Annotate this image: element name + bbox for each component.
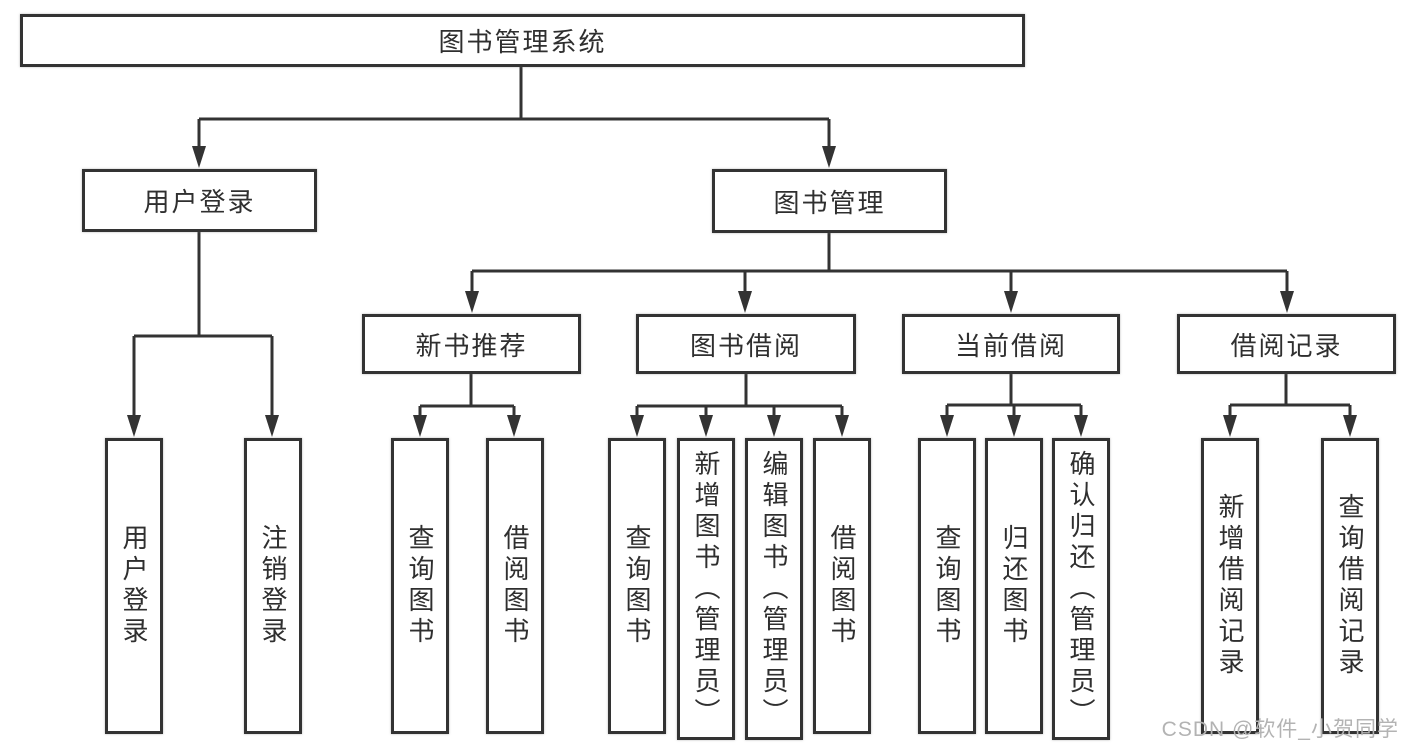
node-new-book-recommend: 新书推荐	[362, 314, 581, 374]
leaf-query-books-2: 查询图书	[608, 438, 666, 734]
leaf-borrow-books-1: 借阅图书	[486, 438, 544, 734]
node-book-borrow: 图书借阅	[636, 314, 856, 374]
node-user-login: 用户登录	[82, 169, 317, 232]
leaf-add-borrow-record: 新增借阅记录	[1201, 438, 1259, 734]
leaf-user-login: 用户登录	[105, 438, 163, 734]
leaf-query-books-3: 查询图书	[918, 438, 976, 734]
leaf-edit-books-admin: 编辑图书（管理员）	[745, 438, 803, 740]
node-book-management: 图书管理	[712, 169, 947, 233]
leaf-logout: 注销登录	[244, 438, 302, 734]
csdn-watermark: CSDN @软件_小贺同学	[1161, 718, 1399, 741]
node-borrow-record: 借阅记录	[1177, 314, 1396, 374]
leaf-add-books-admin: 新增图书（管理员）	[677, 438, 735, 740]
leaf-borrow-books-2: 借阅图书	[813, 438, 871, 734]
node-current-borrow: 当前借阅	[902, 314, 1120, 374]
node-root-system: 图书管理系统	[20, 14, 1025, 67]
leaf-query-borrow-record: 查询借阅记录	[1321, 438, 1379, 734]
leaf-confirm-return-admin: 确认归还（管理员）	[1052, 438, 1110, 740]
leaf-query-books-1: 查询图书	[391, 438, 449, 734]
leaf-return-books: 归还图书	[985, 438, 1043, 734]
